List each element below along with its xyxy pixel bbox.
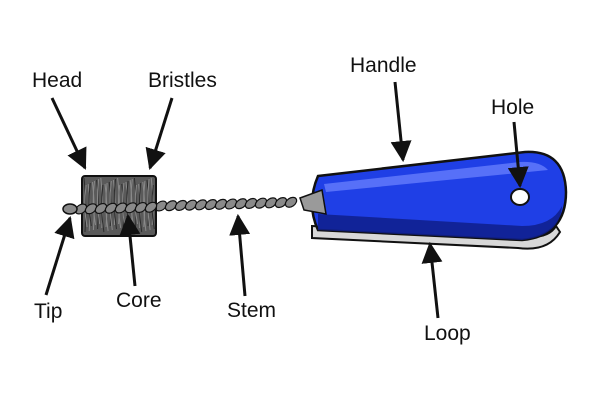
wire-twist-segment xyxy=(214,198,228,210)
wire-twist-segment xyxy=(84,203,98,215)
stem-ferrule xyxy=(299,188,327,215)
wire-twist-segment xyxy=(164,200,178,212)
wire-twist-segment xyxy=(94,202,108,215)
label-hole: Hole xyxy=(491,96,535,119)
label-core: Core xyxy=(116,289,162,312)
twisted-wire-core xyxy=(74,201,158,215)
wire-twist-segment xyxy=(104,202,118,214)
handle-hole xyxy=(510,188,530,206)
arrow-hole xyxy=(507,121,529,189)
arrow-core xyxy=(119,213,141,287)
wire-twist-segment xyxy=(184,199,198,211)
twisted-wire-stem xyxy=(154,196,298,212)
bristle-strand xyxy=(150,177,154,226)
wire-twist-segment xyxy=(144,201,158,213)
handle-shade xyxy=(318,206,562,240)
wire-twist-segment xyxy=(234,198,248,210)
bristle-strand xyxy=(112,179,116,226)
arrow-bristles xyxy=(145,97,174,171)
wire-twist-segment xyxy=(274,197,288,209)
label-tip: Tip xyxy=(34,300,63,323)
wire-twist-segment xyxy=(114,202,128,214)
arrow-tip xyxy=(44,215,75,296)
wire-twist-segment xyxy=(284,196,298,208)
wire-twist-segment xyxy=(224,198,238,210)
wire-twist-segment xyxy=(134,201,148,214)
handle-highlight xyxy=(324,161,548,192)
bristle-strand xyxy=(92,180,96,226)
arrow-loop xyxy=(421,241,443,319)
bristle-strand xyxy=(96,178,101,225)
label-head: Head xyxy=(32,69,83,92)
wire-twist-segment xyxy=(124,202,138,214)
label-stem: Stem xyxy=(227,299,277,322)
wire-twist-segment xyxy=(244,197,258,209)
label-loop: Loop xyxy=(424,322,471,345)
wire-twist-segment xyxy=(174,199,188,211)
wire-twist-segment xyxy=(194,199,208,211)
wire-twist-segment xyxy=(264,197,278,209)
wire-tip xyxy=(62,203,78,215)
label-handle: Handle xyxy=(350,54,417,77)
wire-twist-segment xyxy=(204,199,218,211)
arrow-head xyxy=(50,97,87,170)
wire-twist-segment xyxy=(254,197,268,209)
arrow-handle xyxy=(390,81,412,163)
bristle-strand xyxy=(117,177,120,225)
arrow-stem xyxy=(229,213,251,297)
label-bristles: Bristles xyxy=(148,69,217,92)
